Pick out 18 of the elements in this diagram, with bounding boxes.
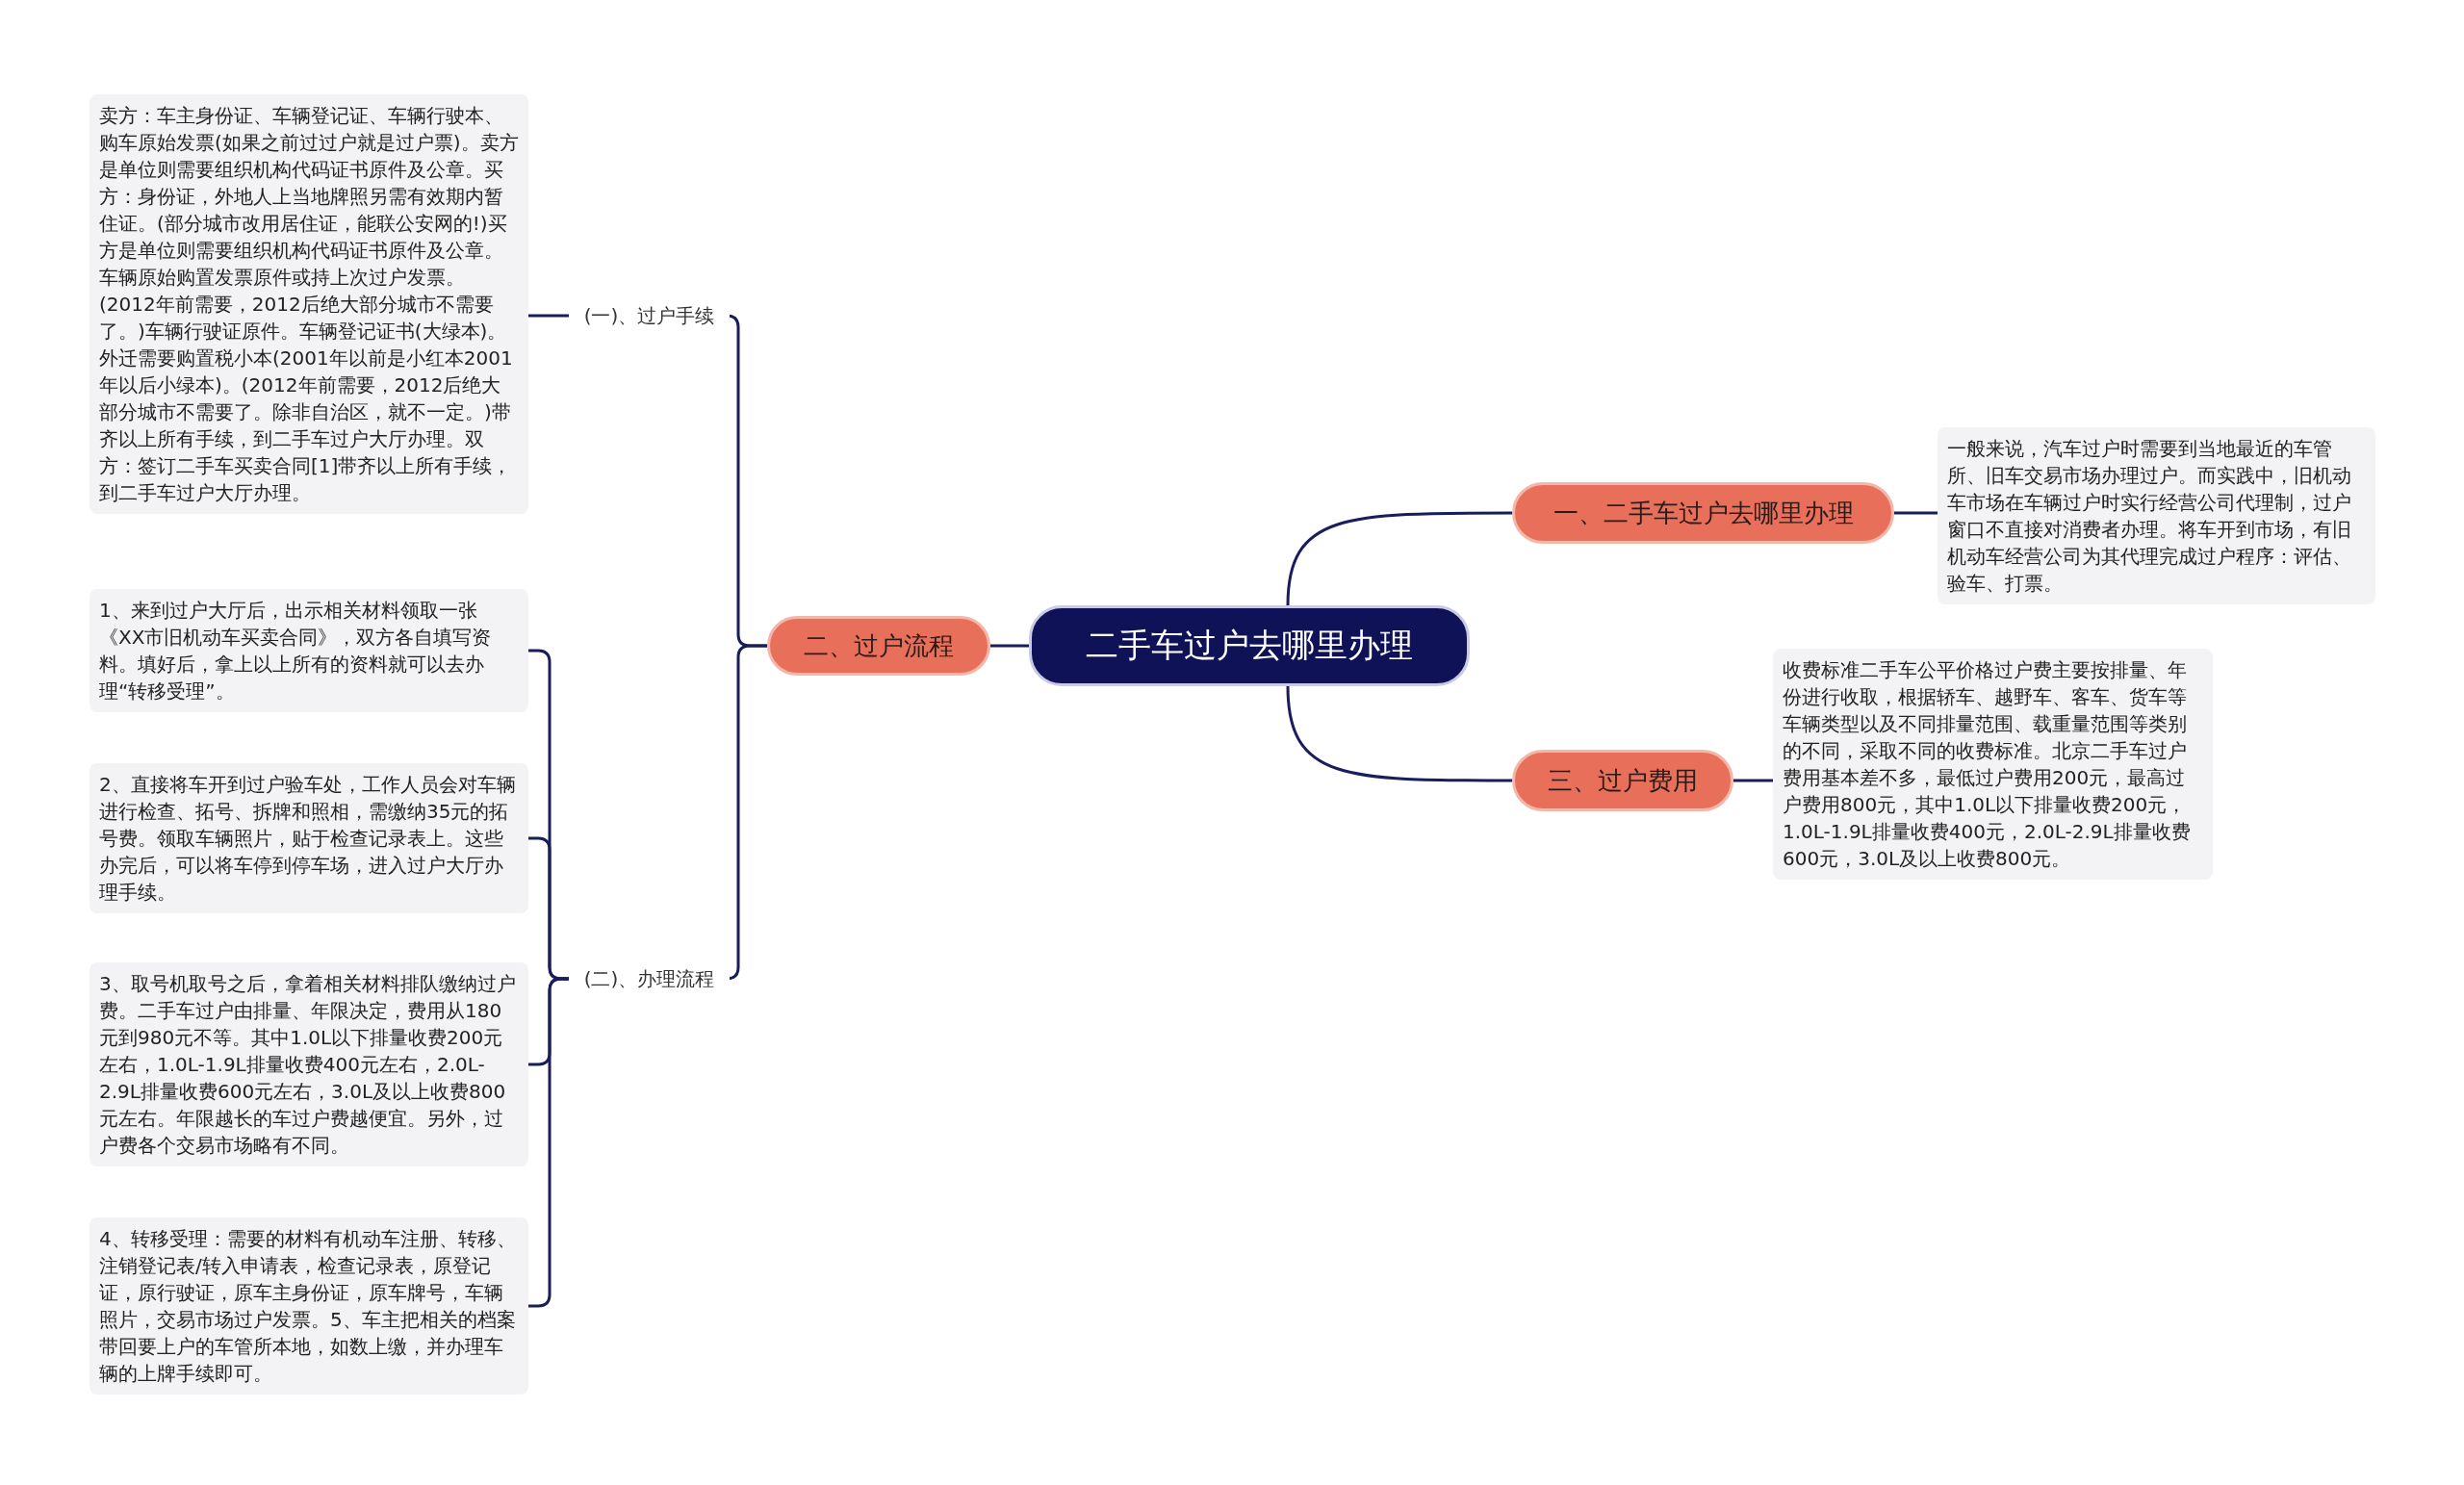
central-topic: 二手车过户去哪里办理 [1029,605,1470,686]
text-card: 2、直接将车开到过户验车处，工作人员会对车辆进行检查、拓号、拆牌和照相，需缴纳35元的拓号费。领取车辆照片，贴于检查记录表上。这些办完后，可以将车停到停车场，进入过户大厅办理手续。 [90,763,528,913]
text-card: 一般来说，汽车过户时需要到当地最近的车管所、旧车交易市场办理过户。而实践中，旧机动车市场在车辆过户时实行经营公司代理制，过户窗口不直接对消费者办理。将车开到市场，有旧机动车经营公司为其代理完成过户程序：评估、验车、打票。 [1938,427,2375,604]
connector-line [990,644,1029,648]
connector-line [1733,779,1773,782]
topic-box: 一、二手车过户去哪里办理 [1512,482,1894,544]
connector-line [528,977,569,1308]
connector-line [1894,511,1938,515]
text-card: 4、转移受理：需要的材料有机动车注册、转移、注销登记表/转入申请表，检查记录表，原登记证，原行驶证，原车主身份证，原车牌号，车辆照片，交易市场过户发票。5、车主把相关的档案带回要上户的车管所本地，如数上缴，并办理车辆的上牌手续即可。 [90,1217,528,1395]
text-card: 3、取号机取号之后，拿着相关材料排队缴纳过户费。二手车过户由排量、年限决定，费用从180元到980元不等。其中1.0L以下排量收费200元左右，1.0L-1.9L排量收费400元左右，2.0L-2.9L排量收费600元左右，3.0L及以上收费800元左右。年限越长的车过户费越便宜。另外，过户费各个交易市场略有不同。 [90,962,528,1166]
connector-line [1286,511,1512,606]
topic-box: 二、过户流程 [767,616,990,676]
text-card: 1、来到过户大厅后，出示相关材料领取一张《XX市旧机动车买卖合同》，双方各自填写资料。填好后，拿上以上所有的资料就可以去办理“转移受理”。 [90,589,528,712]
topic-box: 三、过户费用 [1512,750,1733,811]
connector-line [1286,685,1512,782]
text-card: 收费标准二手车公平价格过户费主要按排量、年份进行收取，根据轿车、越野车、客车、货车等车辆类型以及不同排量范围、载重量范围等类别的不同，采取不同的收费标准。北京二手车过户费用基本差不多，最低过户费用200元，最高过户费用800元，其中1.0L以下排量收费200元，1.0L-1.9L排量收费400元，2.0L-2.9L排量收费600元，3.0L及以上收费800元。 [1773,649,2213,880]
connector-line [528,314,569,318]
text-card: 卖方：车主身份证、车辆登记证、车辆行驶本、购车原始发票(如果之前过过户就是过户票)。卖方是单位则需要组织机构代码证书原件及公章。买方：身份证，外地人上当地牌照另需有效期内暂住证。(部分城市改用居住证，能联公安网的!)买方是单位则需要组织机构代码证书原件及公章。车辆原始购置发票原件或持上次过户发票。(2012年前需要，2012后绝大部分城市不需要了。)车辆行驶证原件。车辆登记证书(大绿本)。外迁需要购置税小本(2001年以前是小红本2001年以后小绿本)。(2012年前需要，2012后绝大部分城市不需要了。除非自治区，就不一定。)带齐以上所有手续，到二手车过户大厅办理。双方：签订二手车买卖合同[1]带齐以上所有手续，到二手车过户大厅办理。 [90,94,528,514]
